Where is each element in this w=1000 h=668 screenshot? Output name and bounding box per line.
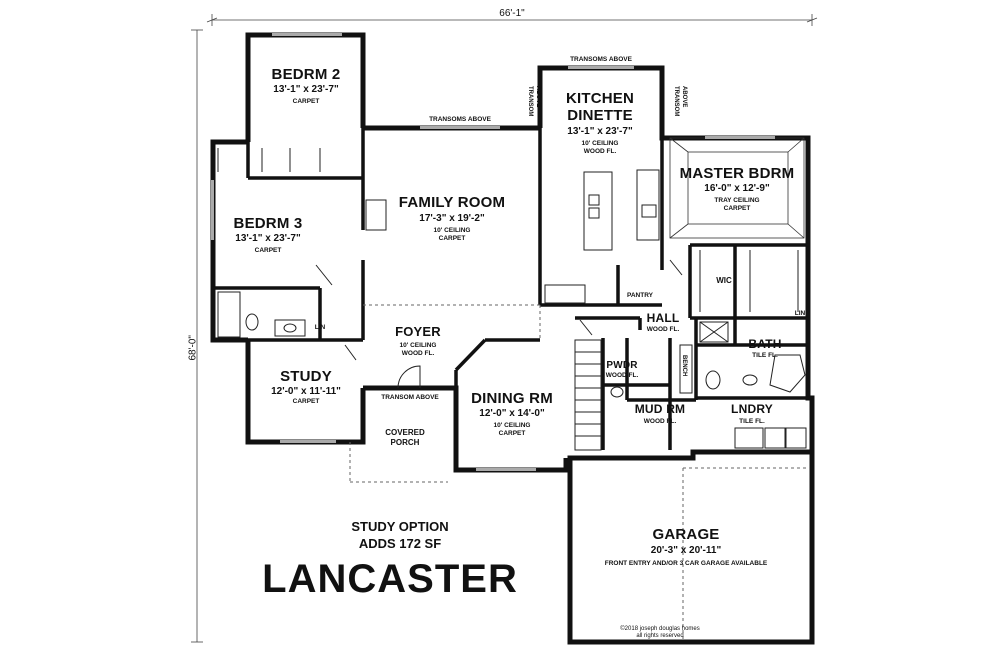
width-dimension: 66'-1" (499, 8, 525, 19)
study-option-line2: ADDS 172 SF (358, 536, 442, 551)
pantry-label: PANTRY (627, 292, 653, 299)
mudrm-note: WOOD FL. (643, 418, 677, 425)
windows (211, 33, 775, 471)
pwdr-name: PWDR (606, 360, 638, 371)
bench-label: BENCH (681, 355, 687, 377)
copyright-line1: ©2018 joseph douglas homes (620, 626, 700, 632)
interior-walls (213, 128, 812, 450)
dining-size: 12'-0" x 14'-0" (479, 408, 545, 419)
transom-above-foyer: TRANSOM ABOVE (381, 394, 439, 401)
study-option-line1: STUDY OPTION (351, 519, 449, 534)
study-name: STUDY (280, 368, 332, 385)
pwdr-note: WOOD FL. (605, 372, 639, 379)
transoms-above-kitchen: TRANSOMS ABOVE (570, 56, 632, 63)
study-note: CARPET (292, 398, 320, 405)
dining-note2: CARPET (498, 430, 526, 437)
kitchen-note1: 10' CEILING (581, 140, 619, 147)
porch-name2: PORCH (390, 438, 420, 447)
mudrm-name: MUD RM (634, 402, 686, 416)
bedrm2-size: 13'-1" x 23'-7" (273, 84, 339, 95)
porch-name1: COVERED (385, 428, 425, 437)
bath-name: BATH (748, 337, 782, 351)
dining-note1: 10' CEILING (493, 422, 531, 429)
garage-size: 20'-3" x 20'-11" (650, 545, 722, 556)
family-note2: CARPET (438, 235, 466, 242)
lin-label-bedrm3: LIN (314, 324, 326, 331)
hall-name: HALL (646, 311, 680, 325)
kitchen-name1: KITCHEN (565, 90, 635, 107)
foyer-name: FOYER (395, 324, 441, 339)
lndry-note: TILE FL. (739, 418, 765, 425)
master-note2: CARPET (723, 205, 751, 212)
bedrm3-name: BEDRM 3 (233, 215, 303, 232)
plan-title: LANCASTER (262, 557, 518, 601)
study-size: 12'-0" x 11'-11" (271, 386, 341, 397)
above-label-right: ABOVE (681, 86, 687, 108)
above-label-left: ABOVE (535, 86, 541, 108)
bath-note: TILE FL. (752, 352, 778, 359)
family-name: FAMILY ROOM (398, 194, 506, 211)
bedrm2-name: BEDRM 2 (271, 66, 341, 83)
garage-note: FRONT ENTRY AND/OR 3 CAR GARAGE AVAILABL… (604, 560, 768, 567)
garage-name: GARAGE (652, 526, 720, 543)
wic-label: WIC (716, 276, 732, 285)
foyer-note1: 10' CEILING (399, 342, 437, 349)
transom-label-left: TRANSOM (527, 86, 533, 117)
master-name: MASTER BDRM (679, 165, 795, 182)
openings (349, 304, 808, 640)
family-size: 17'-3" x 19'-2" (419, 213, 485, 224)
dimension-lines (191, 14, 818, 643)
kitchen-note2: WOOD FL. (583, 148, 617, 155)
master-size: 16'-0" x 12'-9" (704, 183, 770, 194)
fixtures (217, 148, 807, 451)
bedrm3-note: CARPET (254, 247, 282, 254)
transom-label-right: TRANSOM (673, 86, 679, 117)
kitchen-size: 13'-1" x 23'-7" (567, 126, 633, 137)
transoms-above-family: TRANSOMS ABOVE (429, 116, 491, 123)
master-note1: TRAY CEILING (714, 197, 760, 204)
kitchen-name2: DINETTE (567, 107, 633, 124)
bedrm2-note: CARPET (292, 98, 320, 105)
depth-dimension: 68'-0" (187, 335, 199, 361)
foyer-note2: WOOD FL. (401, 350, 435, 357)
dining-name: DINING RM (471, 390, 553, 407)
copyright-line2: all rights reserved (636, 633, 684, 639)
family-note1: 10' CEILING (433, 227, 471, 234)
hall-note: WOOD FL. (646, 326, 680, 333)
lin-label-master: LIN (794, 310, 806, 317)
bedrm3-size: 13'-1" x 23'-7" (235, 233, 301, 244)
lndry-name: LNDRY (731, 402, 773, 416)
